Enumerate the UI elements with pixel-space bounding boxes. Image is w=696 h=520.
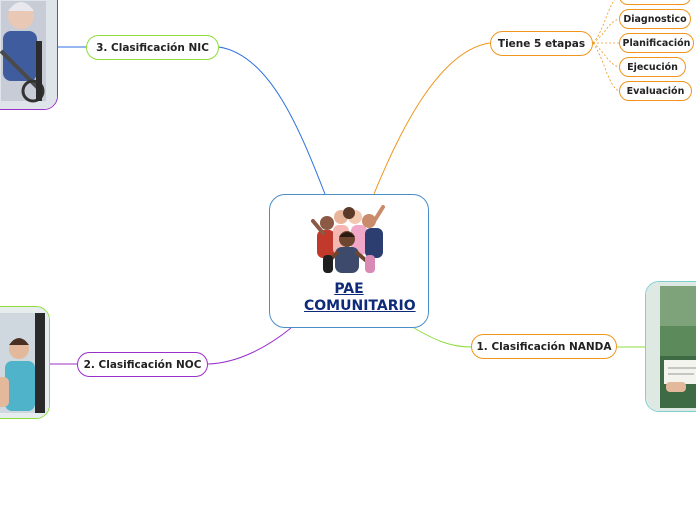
connector-etapas-item-5 [593,43,619,91]
connector-etapas-item-1 [593,0,619,43]
central-title: PAE COMUNITARIO [304,281,394,315]
connector-central-nic [219,47,325,194]
etapa-item-planificacion-label: Planificación [623,38,691,49]
etapa-item-1[interactable] [619,0,691,5]
people-group-illustration-icon [309,203,389,279]
noc-image-card[interactable] [0,306,50,419]
etapa-item-diagnostico[interactable]: Diagnostico [619,9,691,29]
branch-nic-label: 3. Clasificación NIC [96,42,209,54]
nanda-image-card[interactable] [645,281,696,412]
branch-nanda[interactable]: 1. Clasificación NANDA [471,334,617,359]
connector-central-noc [208,328,291,364]
connector-central-etapas [374,43,490,194]
connector-etapas-item-4 [593,43,619,67]
nurse-patient-photo-icon [0,307,50,419]
etapa-item-diagnostico-label: Diagnostico [623,14,686,25]
branch-nanda-label: 1. Clasificación NANDA [477,341,612,353]
branch-nic[interactable]: 3. Clasificación NIC [86,35,219,60]
central-node[interactable]: PAE COMUNITARIO [269,194,429,328]
branch-etapas[interactable]: Tiene 5 etapas [490,31,593,56]
connector-central-nanda [414,328,471,347]
branch-noc[interactable]: 2. Clasificación NOC [77,352,208,377]
connector-etapas-item-2 [593,19,619,43]
elderly-person-wheelchair-photo-icon [0,0,58,110]
nic-image-card[interactable] [0,0,58,110]
etapa-item-ejecucion-label: Ejecución [627,62,678,73]
branch-noc-label: 2. Clasificación NOC [84,359,202,371]
etapa-item-evaluacion[interactable]: Evaluación [619,81,692,101]
etapa-item-planificacion[interactable]: Planificación [619,33,694,53]
etapa-item-ejecucion[interactable]: Ejecución [619,57,686,77]
etapa-item-evaluacion-label: Evaluación [627,86,685,97]
branch-etapas-label: Tiene 5 etapas [498,38,585,50]
nurse-writing-notes-photo-icon [646,282,696,412]
